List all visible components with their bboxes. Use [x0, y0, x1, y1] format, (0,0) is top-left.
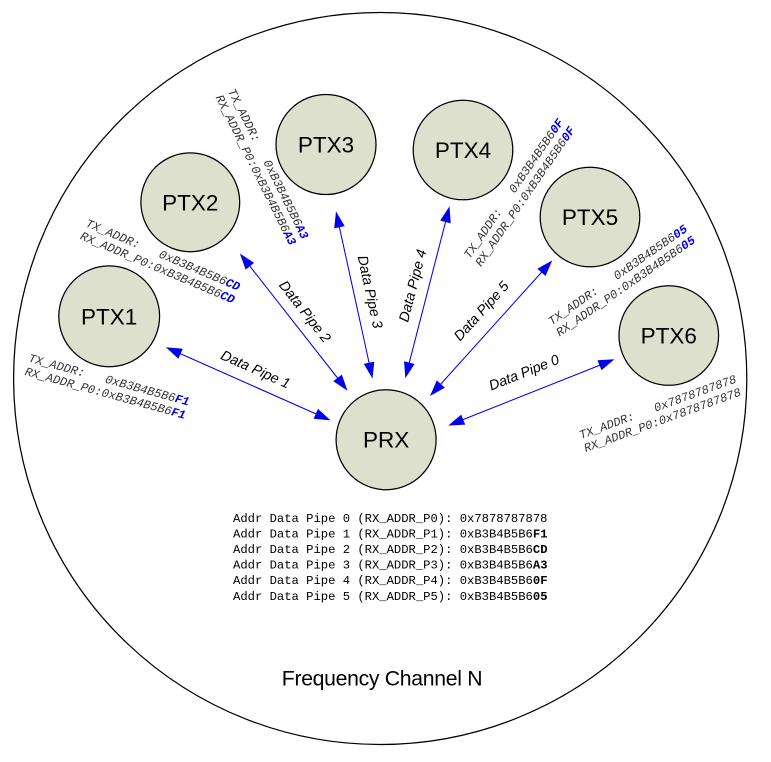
svg-text:Addr Data Pipe 3 (RX_ADDR_P3):: Addr Data Pipe 3 (RX_ADDR_P3): 0xB3B4B5B… — [233, 559, 548, 573]
svg-text:Frequency Channel N: Frequency Channel N — [282, 668, 482, 691]
svg-text:Addr Data Pipe 2 (RX_ADDR_P2):: Addr Data Pipe 2 (RX_ADDR_P2): 0xB3B4B5B… — [233, 543, 548, 557]
svg-text:PTX3: PTX3 — [298, 133, 354, 158]
svg-text:Addr Data Pipe 0 (RX_ADDR_P0):: Addr Data Pipe 0 (RX_ADDR_P0): 0x7878787… — [233, 512, 548, 526]
svg-text:PTX1: PTX1 — [81, 304, 137, 329]
svg-text:PTX5: PTX5 — [562, 205, 618, 230]
svg-text:Addr Data Pipe 5 (RX_ADDR_P5):: Addr Data Pipe 5 (RX_ADDR_P5): 0xB3B4B5B… — [233, 590, 548, 604]
svg-text:Addr Data Pipe 1 (RX_ADDR_P1):: Addr Data Pipe 1 (RX_ADDR_P1): 0xB3B4B5B… — [233, 527, 548, 541]
svg-text:PTX6: PTX6 — [641, 324, 697, 349]
svg-text:Addr Data Pipe 4 (RX_ADDR_P4):: Addr Data Pipe 4 (RX_ADDR_P4): 0xB3B4B5B… — [233, 574, 548, 588]
svg-text:PTX2: PTX2 — [162, 190, 218, 215]
svg-text:PTX4: PTX4 — [435, 138, 491, 163]
svg-text:PRX: PRX — [363, 428, 409, 453]
